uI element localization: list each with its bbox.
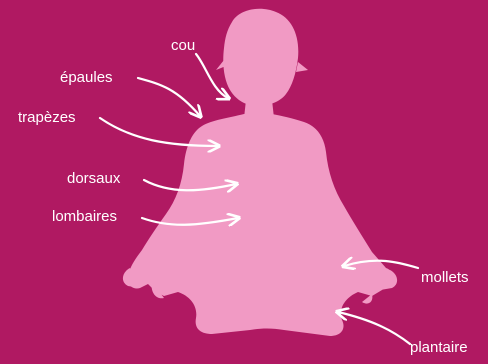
label-dorsal: dorsaux	[67, 171, 120, 186]
arrow-calves	[344, 261, 418, 268]
label-plantar: plantaire	[410, 340, 468, 355]
label-neck: cou	[171, 38, 195, 53]
label-shoulders: épaules	[60, 70, 113, 85]
label-trapezius: trapèzes	[18, 110, 76, 125]
arrow-trapezius	[100, 118, 218, 146]
arrow-plantar	[338, 312, 410, 344]
arrow-neck	[196, 54, 228, 98]
label-lumbar: lombaires	[52, 209, 117, 224]
arrow-lumbar	[142, 218, 238, 225]
arrow-dorsal	[144, 180, 236, 190]
arrow-shoulders	[138, 78, 200, 116]
label-calves: mollets	[421, 270, 469, 285]
